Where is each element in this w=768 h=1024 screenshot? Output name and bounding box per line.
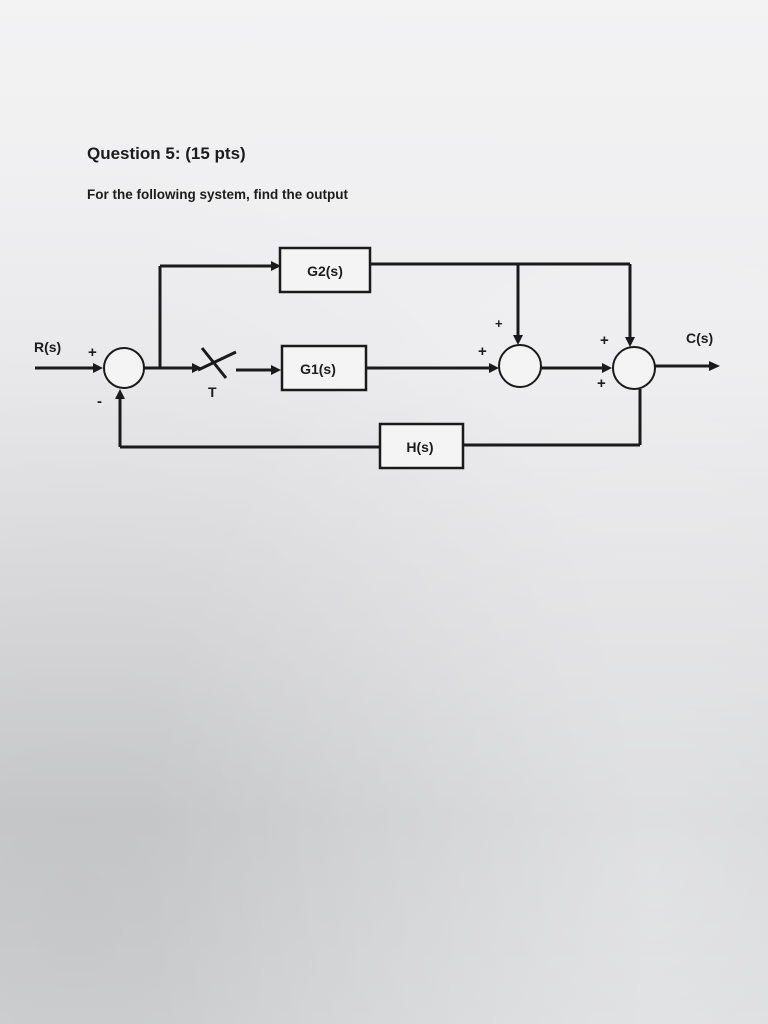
- switch-label: T: [208, 384, 217, 400]
- g2-block-label: G2(s): [307, 263, 343, 279]
- sum2-left-arrow: [489, 363, 499, 373]
- h-block-label: H(s): [406, 439, 433, 455]
- summing-junction-1: [103, 347, 145, 389]
- input-arrow: [93, 363, 103, 373]
- g1-input-arrow: [271, 365, 281, 375]
- sum1-plus-sign: +: [88, 344, 97, 361]
- sum2-top-arrow: [513, 335, 523, 345]
- switch-cross: [197, 350, 237, 372]
- sum2-left-sign: +: [478, 343, 487, 360]
- sum3-bottom-sign: +: [597, 375, 606, 392]
- question-prompt: For the following system, find the outpu…: [87, 187, 348, 202]
- sum3-left-arrow: [602, 363, 612, 373]
- sum1-feedback-arrow: [115, 389, 125, 399]
- sum1-minus-sign: -: [97, 393, 102, 410]
- sum2-top-sign: +: [495, 316, 503, 331]
- output-arrow: [709, 361, 720, 371]
- sum1-output-arrow: [192, 363, 202, 373]
- summing-junction-2: [498, 344, 542, 388]
- summing-junction-3: [612, 346, 656, 390]
- sum3-top-sign: +: [600, 332, 609, 349]
- g2-block: [278, 246, 372, 294]
- question-title: Question 5: (15 pts): [87, 144, 246, 163]
- g2-input-arrow: [271, 261, 281, 271]
- input-label: R(s): [34, 339, 61, 355]
- sum3-top-arrow: [625, 337, 635, 347]
- g1-block-label: G1(s): [300, 361, 336, 377]
- output-label: C(s): [686, 330, 713, 346]
- h-block: [378, 422, 465, 470]
